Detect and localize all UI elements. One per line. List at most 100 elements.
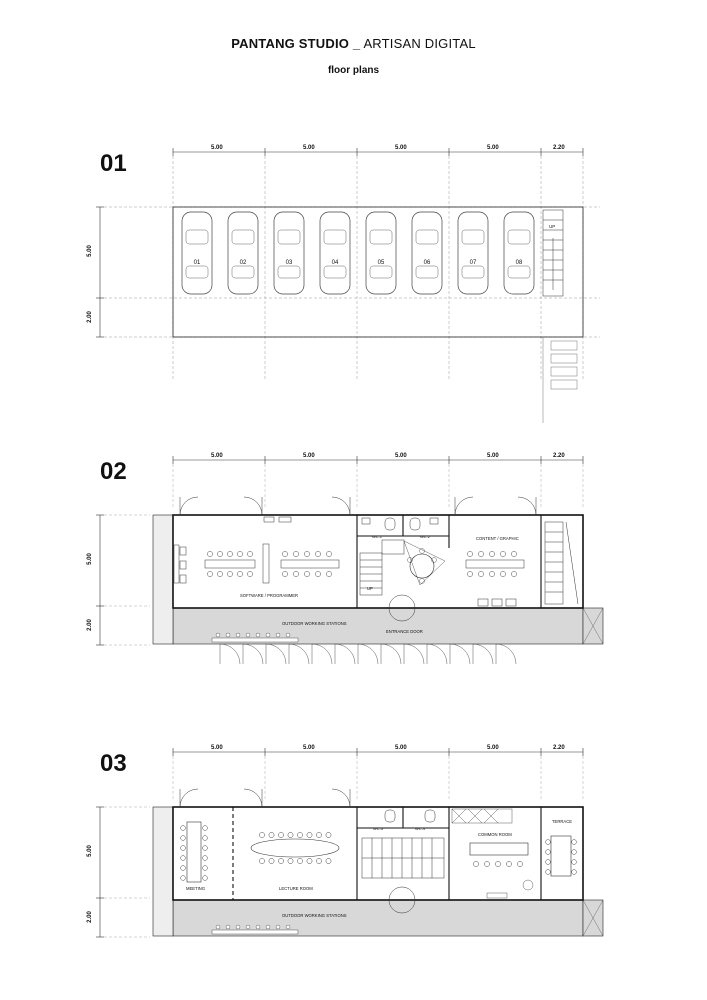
room-label-wc1: WC.1 bbox=[372, 534, 382, 539]
dim-label-bay-2: 5.00 bbox=[303, 145, 315, 151]
dim-label-bay-2: 5.00 bbox=[303, 453, 315, 459]
stair-up-label: UP bbox=[549, 224, 556, 229]
desk bbox=[204, 559, 256, 569]
dim-label-bay-3: 5.00 bbox=[395, 453, 407, 459]
dim-label-bay-1: 5.00 bbox=[211, 745, 223, 751]
chair bbox=[506, 861, 512, 867]
room-label-common: COMMON ROOM bbox=[478, 832, 512, 837]
dim-label-bay-4: 5.00 bbox=[487, 745, 499, 751]
chair bbox=[545, 859, 551, 865]
chair bbox=[484, 861, 490, 867]
chair bbox=[306, 832, 313, 838]
title-studio: PANTANG STUDIO _ bbox=[231, 36, 361, 51]
room-label-terrace: TERRACE bbox=[552, 819, 573, 824]
parked-car: 01 bbox=[181, 211, 213, 295]
chair bbox=[316, 832, 322, 838]
chair bbox=[202, 875, 208, 881]
chair bbox=[500, 571, 506, 577]
folding-door bbox=[472, 643, 494, 665]
room-label-wc2: WC.2 bbox=[420, 534, 430, 539]
parked-car: 08 bbox=[503, 211, 535, 295]
chair bbox=[180, 835, 186, 841]
parking-space-number: 02 bbox=[240, 260, 247, 266]
chair bbox=[293, 571, 299, 577]
chair bbox=[297, 858, 303, 864]
parking-space-number: 05 bbox=[378, 260, 385, 266]
chair bbox=[268, 832, 275, 838]
chair bbox=[545, 839, 551, 845]
parking-space-number: 01 bbox=[194, 260, 201, 266]
chair bbox=[202, 845, 208, 851]
folding-door bbox=[242, 643, 264, 665]
chair bbox=[202, 855, 208, 861]
chair bbox=[467, 551, 473, 557]
parked-car: 07 bbox=[457, 211, 489, 295]
folding-door bbox=[403, 643, 425, 665]
chair bbox=[478, 571, 484, 577]
dim-label-side-2: 2.00 bbox=[86, 619, 93, 631]
folding-door bbox=[219, 643, 241, 665]
desk bbox=[280, 559, 340, 569]
folding-door bbox=[380, 643, 402, 665]
chair bbox=[247, 571, 253, 577]
level-label-01: 01 bbox=[100, 150, 127, 177]
chair bbox=[202, 825, 208, 831]
parking-space-number: 08 bbox=[516, 260, 523, 266]
level-label-02: 02 bbox=[100, 458, 127, 485]
floor-plan-03: 03 bbox=[0, 740, 707, 990]
dim-label-bay-4: 5.00 bbox=[487, 145, 499, 151]
parking-space-number: 07 bbox=[470, 260, 477, 266]
page-header: PANTANG STUDIO _ ARTISAN DIGITAL floor p… bbox=[0, 36, 707, 76]
chair bbox=[247, 551, 253, 557]
chair bbox=[545, 849, 551, 855]
chair bbox=[325, 832, 332, 838]
dim-label-bay-5: 2.20 bbox=[553, 453, 565, 459]
chair bbox=[268, 858, 275, 864]
chair bbox=[278, 858, 284, 864]
dim-label-side-1: 5.00 bbox=[86, 553, 93, 565]
parking-space-number: 06 bbox=[424, 260, 431, 266]
floor-03-drawing bbox=[96, 748, 604, 938]
chair bbox=[297, 832, 303, 838]
dim-label-bay-4: 5.00 bbox=[487, 453, 499, 459]
chair bbox=[326, 571, 332, 577]
chair bbox=[180, 855, 186, 861]
parked-car: 02 bbox=[227, 211, 259, 295]
chair bbox=[227, 571, 233, 577]
dim-label-bay-5: 2.20 bbox=[553, 745, 565, 751]
chair bbox=[180, 845, 186, 851]
folding-door bbox=[334, 643, 356, 665]
folding-door bbox=[449, 643, 471, 665]
chair bbox=[259, 832, 265, 838]
folding-door bbox=[311, 643, 333, 665]
chair bbox=[304, 571, 310, 577]
dim-label-bay-2: 5.00 bbox=[303, 745, 315, 751]
chair bbox=[511, 551, 517, 557]
dim-label-bay-5: 2.20 bbox=[553, 145, 565, 151]
room-label-entrance: ENTRANCE DOOR bbox=[386, 629, 423, 634]
chair bbox=[227, 551, 233, 557]
chair bbox=[202, 865, 208, 871]
room-label-outdoor: OUTDOOR WORKING STATIONS bbox=[282, 621, 347, 626]
folding-door bbox=[288, 643, 310, 665]
chair bbox=[180, 825, 186, 831]
room-label-outdoor: OUTDOOR WORKING STATIONS bbox=[282, 913, 347, 918]
parked-car: 05 bbox=[365, 211, 397, 295]
stair-up-label: UP bbox=[367, 586, 373, 591]
chair bbox=[545, 869, 551, 875]
dim-label-bay-1: 5.00 bbox=[211, 145, 223, 151]
room-label-software: SOFTWARE / PROGRAMMER bbox=[240, 593, 299, 598]
dim-label-side-1: 5.00 bbox=[86, 245, 93, 257]
dim-label-bay-1: 5.00 bbox=[211, 453, 223, 459]
page-title: PANTANG STUDIO _ ARTISAN DIGITAL bbox=[0, 36, 707, 51]
chair bbox=[259, 858, 265, 864]
chair bbox=[180, 865, 186, 871]
chair bbox=[207, 571, 213, 577]
room-label-meeting: MEETING bbox=[186, 886, 206, 891]
chair bbox=[495, 861, 501, 867]
chair bbox=[306, 858, 313, 864]
chair bbox=[517, 861, 523, 867]
chair bbox=[202, 835, 208, 841]
